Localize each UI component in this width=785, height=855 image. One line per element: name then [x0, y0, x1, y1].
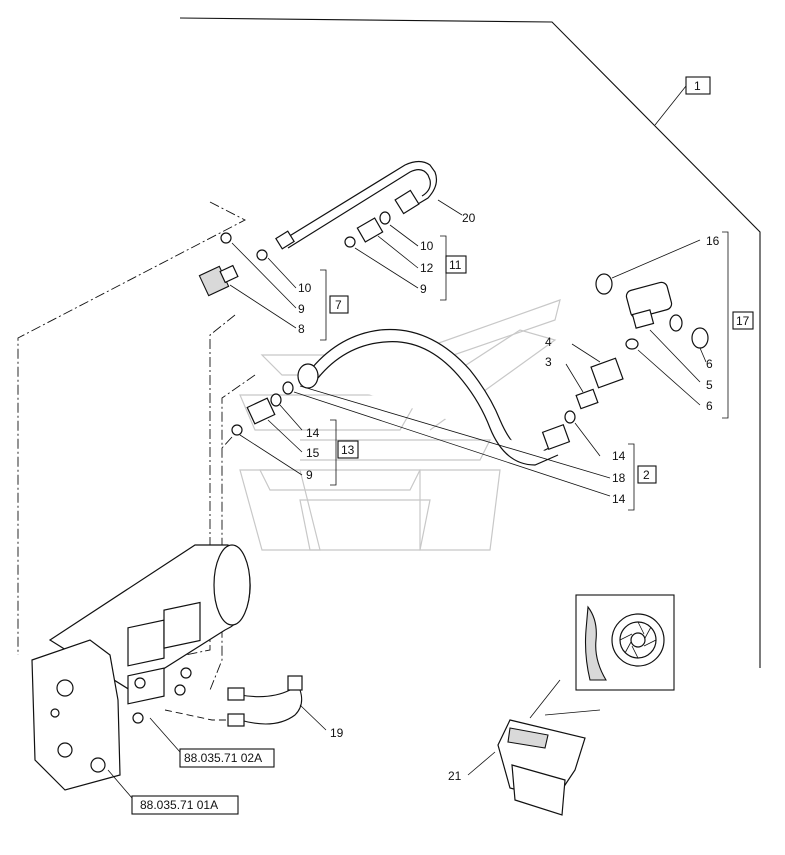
callout-box-17 — [732, 311, 754, 330]
tee-fitting-17 — [595, 239, 709, 406]
callout-8: 8 — [298, 322, 305, 336]
fitting-group-7 — [198, 232, 297, 329]
brackets — [320, 231, 729, 511]
callout-box-1 — [685, 76, 711, 95]
assembly-outline — [179, 17, 761, 668]
callout-13: 13 — [341, 443, 355, 457]
callout-4: 4 — [545, 335, 552, 349]
callout-9a: 9 — [420, 282, 427, 296]
hose-18 — [297, 328, 571, 466]
dash-outline — [17, 201, 256, 691]
reference-a: 88.035.71 02A — [184, 751, 262, 765]
callout-15: 15 — [306, 446, 320, 460]
reference-box-a — [179, 748, 275, 768]
callout-11: 11 — [449, 258, 462, 272]
callout-1: 1 — [694, 79, 701, 93]
callout-9c: 9 — [306, 468, 313, 482]
callout-box-7 — [329, 295, 349, 314]
callout-12: 12 — [420, 261, 434, 275]
callout-21: 21 — [448, 769, 462, 783]
callout-box-11 — [445, 255, 467, 274]
rocker-switch-icon — [467, 679, 601, 816]
callout-14c: 14 — [306, 426, 320, 440]
callout-5: 5 — [706, 378, 713, 392]
callout-10a: 10 — [420, 239, 434, 253]
hydraulic-motor — [31, 544, 251, 791]
callout-labels: 1 20 10 12 11 9 10 9 7 8 16 17 6 5 6 4 3… — [131, 76, 754, 815]
harness-19 — [164, 675, 327, 731]
watermark-logo — [239, 299, 561, 551]
callout-10b: 10 — [298, 281, 312, 295]
callout-16: 16 — [706, 234, 720, 248]
callout-7: 7 — [335, 298, 342, 312]
callout-17: 17 — [736, 314, 750, 328]
fitting-group-2 — [564, 343, 624, 457]
callout-9b: 9 — [298, 302, 305, 316]
hydraulic-valve-icon — [127, 601, 201, 724]
callout-2: 2 — [643, 468, 650, 482]
callout-box-13 — [337, 440, 359, 459]
callout-20: 20 — [462, 211, 476, 225]
fitting-group-11 — [344, 211, 419, 289]
reference-b: 88.035.71 01A — [140, 798, 218, 812]
callout-14a: 14 — [612, 449, 626, 463]
callout-6b: 6 — [706, 399, 713, 413]
callout-14b: 14 — [612, 492, 626, 506]
callout-18: 18 — [612, 471, 626, 485]
callout-3: 3 — [545, 355, 552, 369]
reference-leaders — [107, 717, 181, 799]
callout-19: 19 — [330, 726, 344, 740]
callout-6a: 6 — [706, 357, 713, 371]
fitting-group-13 — [231, 381, 611, 497]
callout-box-2 — [637, 465, 657, 484]
tube-20 — [275, 160, 463, 250]
reference-box-b — [131, 795, 239, 815]
fan-symbol-icon — [575, 594, 675, 691]
